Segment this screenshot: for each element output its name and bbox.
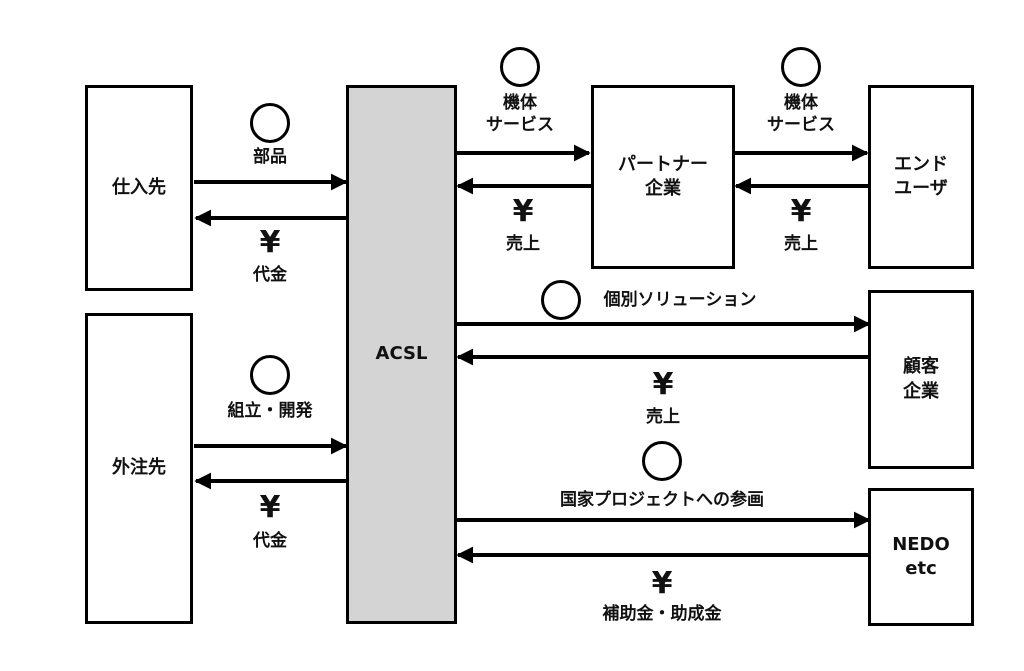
- node-partner: パートナー 企業: [591, 85, 735, 269]
- goods-circle-icon: [781, 47, 821, 87]
- node-nedo: NEDO etc: [868, 488, 974, 626]
- node-nedo-label-2: etc: [905, 558, 937, 579]
- goods-circle-icon: [500, 47, 540, 87]
- yen-icon: ¥: [259, 225, 281, 260]
- label-payment-outsource: 代金: [253, 531, 287, 551]
- yen-icon: ¥: [512, 194, 534, 229]
- yen-icon: ¥: [652, 367, 674, 402]
- label-sales-partner: 売上: [506, 234, 540, 254]
- yen-icon: ¥: [651, 566, 673, 601]
- node-supplier: 仕入先: [85, 85, 193, 291]
- label-national-project: 国家プロジェクトへの参画: [560, 490, 764, 510]
- label-sales-client: 売上: [646, 407, 680, 427]
- node-enduser: エンド ユーザ: [868, 85, 974, 269]
- node-acsl-label: ACSL: [375, 343, 428, 365]
- node-enduser-label-1: エンド: [894, 153, 948, 175]
- label-assembly-dev: 組立・開発: [227, 401, 313, 421]
- label-airframe-service-2: 機体 サービス: [767, 92, 835, 136]
- label-parts: 部品: [253, 147, 287, 167]
- label-individual-solution: 個別ソリューション: [603, 290, 757, 310]
- node-client-label-2: 企業: [903, 380, 939, 402]
- node-nedo-label-1: NEDO: [892, 533, 950, 555]
- label-payment-supplier: 代金: [253, 265, 287, 285]
- goods-circle-icon: [642, 441, 682, 481]
- goods-circle-icon: [541, 280, 581, 320]
- goods-circle-icon: [250, 103, 290, 143]
- node-client: 顧客 企業: [868, 290, 974, 469]
- node-acsl: ACSL: [346, 85, 457, 624]
- node-enduser-label-2: ユーザ: [894, 178, 948, 199]
- yen-icon: ¥: [790, 194, 812, 229]
- goods-circle-icon: [250, 355, 290, 395]
- node-partner-label-1: パートナー: [618, 153, 708, 175]
- node-supplier-label: 仕入先: [112, 176, 166, 198]
- label-sales-enduser: 売上: [784, 234, 818, 254]
- node-outsource-label: 外注先: [112, 457, 166, 479]
- label-subsidy: 補助金・助成金: [602, 604, 722, 624]
- label-airframe-text: 機体: [784, 93, 818, 113]
- label-service-text: サービス: [767, 115, 835, 136]
- node-partner-label-2: 企業: [645, 178, 681, 199]
- yen-icon: ¥: [259, 490, 281, 525]
- node-outsource: 外注先: [85, 313, 193, 624]
- label-airframe-text: 機体: [503, 93, 537, 113]
- node-client-label-1: 顧客: [903, 356, 939, 378]
- label-service-text: サービス: [486, 115, 554, 136]
- label-airframe-service-1: 機体 サービス: [486, 92, 554, 136]
